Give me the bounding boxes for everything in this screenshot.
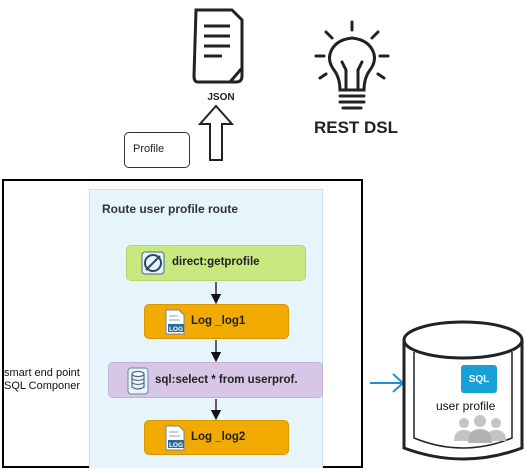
route-node-label: direct:getprofile xyxy=(172,256,260,268)
json-document-icon xyxy=(190,6,246,86)
route-node-label: Log _log2 xyxy=(191,431,246,443)
up-arrow-icon xyxy=(196,104,236,164)
sql-endpoint-icon xyxy=(127,367,149,395)
json-label: JSON xyxy=(207,92,235,103)
profile-label: Profile xyxy=(133,143,165,155)
log-icon: LOG xyxy=(164,425,186,451)
database-cylinder xyxy=(400,318,526,468)
route-node-log1[interactable]: LOG Log _log1 xyxy=(144,304,289,339)
route-node-direct[interactable]: direct:getprofile xyxy=(126,245,306,281)
smart-endpoint-note: smart end point xyxy=(4,367,80,379)
route-node-sql[interactable]: sql:select * from userprof. xyxy=(108,362,323,398)
db-arrow xyxy=(370,373,405,393)
route-node-label: sql:select * from userprof. xyxy=(155,374,298,386)
sql-badge-icon xyxy=(461,365,497,393)
svg-text:LOG: LOG xyxy=(169,326,183,333)
database-label: user profile xyxy=(436,399,496,413)
direct-endpoint-icon xyxy=(141,251,165,275)
route-title: Route user profile route xyxy=(102,202,239,216)
users-icon xyxy=(450,413,510,443)
sql-badge-label: SQL xyxy=(468,374,490,385)
svg-text:LOG: LOG xyxy=(169,442,183,449)
route-node-log2[interactable]: LOG Log _log2 xyxy=(144,420,289,455)
log-icon: LOG xyxy=(164,309,186,335)
profile-box xyxy=(124,132,190,168)
sql-component-note: SQL Componer xyxy=(4,380,81,392)
light-bulb-icon xyxy=(312,20,392,120)
rest-dsl-label: REST DSL xyxy=(313,118,399,137)
route-node-label: Log _log1 xyxy=(191,315,246,327)
